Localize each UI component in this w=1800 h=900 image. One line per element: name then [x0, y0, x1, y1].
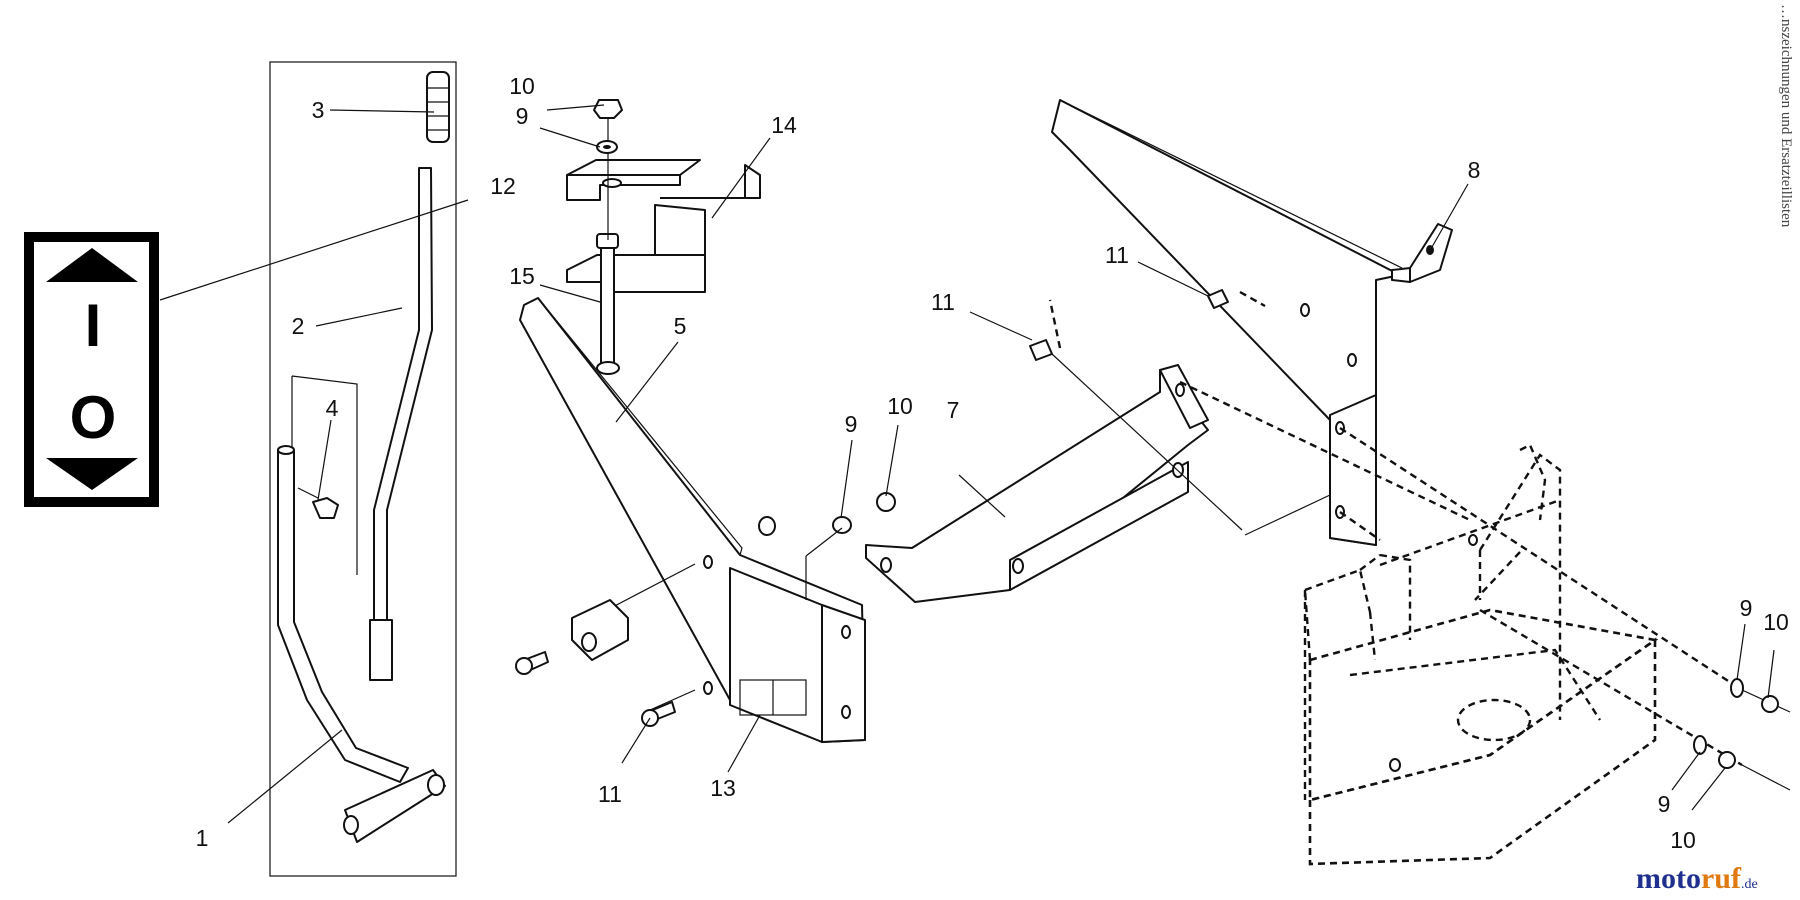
lever-plate [291, 375, 358, 575]
upper-bracket [566, 99, 761, 375]
callout-14: 14 [771, 112, 797, 138]
right-side-plate [1029, 99, 1453, 546]
callout-12: 12 [490, 173, 516, 199]
handle-grip [426, 71, 450, 143]
symbol-off-label: O [70, 384, 117, 451]
rod-sleeve [369, 619, 393, 681]
lever-box [269, 61, 457, 877]
callout-9-top: 9 [516, 103, 529, 129]
callout-4: 4 [326, 395, 339, 421]
callout-2: 2 [292, 313, 305, 339]
leader-lines [159, 104, 1775, 824]
crossbar-washer [832, 516, 852, 534]
left-side-plate [519, 297, 866, 743]
callout-9-bottom: 9 [1658, 791, 1671, 817]
callout-10-top: 10 [509, 73, 535, 99]
callout-9-right: 9 [1740, 595, 1753, 621]
shift-rod [373, 167, 433, 641]
callout-11-mid: 11 [931, 289, 955, 315]
callout-13: 13 [710, 775, 736, 801]
lever-assembly [269, 61, 457, 877]
cross-bar [805, 364, 1209, 603]
callout-numbers: 1 2 3 4 5 7 8 9 9 9 9 10 10 10 10 11 11 … [196, 73, 1789, 853]
callout-7: 7 [947, 397, 960, 423]
pivot-block [515, 516, 776, 727]
callout-1: 1 [196, 825, 209, 851]
callout-3: 3 [312, 97, 325, 123]
tractor-frame-outline [1303, 443, 1659, 866]
side-nut [758, 516, 776, 536]
top-nut [593, 99, 623, 119]
mount-bolt [600, 235, 615, 367]
brand-logo: motoruf.de [1636, 862, 1758, 895]
callout-11-high: 11 [1105, 242, 1129, 268]
callout-10-bottom: 10 [1670, 827, 1696, 853]
callout-10-right: 10 [1763, 609, 1789, 635]
callout-5: 5 [674, 313, 687, 339]
side-caption: …nszeichnungen und Ersatzteillisten [1778, 4, 1794, 228]
callout-9-mid: 9 [845, 411, 858, 437]
spring-clip [312, 497, 339, 519]
main-lever [277, 449, 409, 783]
callout-10-mid: 10 [887, 393, 913, 419]
assembly-lines [1048, 290, 1791, 791]
callout-11-low: 11 [598, 781, 622, 807]
shift-symbol: I O [24, 232, 159, 507]
callout-8: 8 [1468, 157, 1481, 183]
callout-15: 15 [509, 263, 535, 289]
symbol-on-label: I [85, 292, 102, 359]
